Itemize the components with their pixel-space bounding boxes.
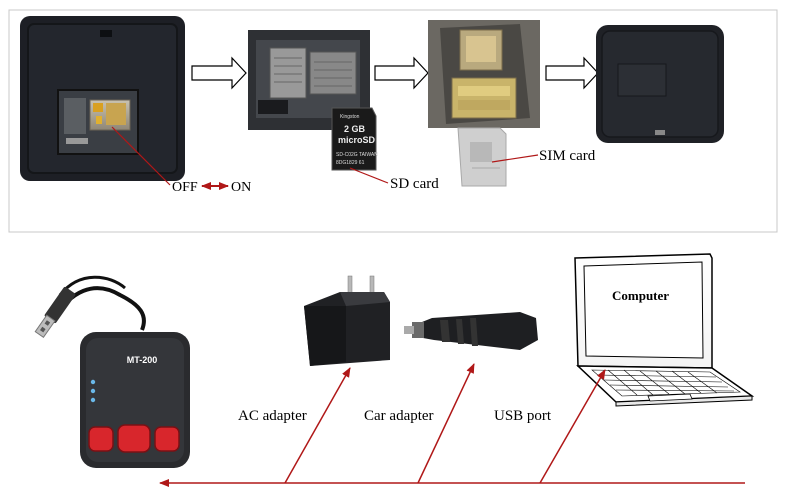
usb-port-label: USB port — [494, 408, 552, 424]
sd-card-capacity: 2 GB — [344, 124, 366, 134]
ac-adapter-arrow — [284, 367, 351, 484]
charging-arrows — [159, 363, 745, 487]
touchpad — [647, 393, 693, 402]
sim-card-label: SIM card — [539, 148, 596, 164]
sd-pointer-line — [349, 167, 389, 184]
step-arrow-3 — [545, 56, 599, 90]
usb-plug — [34, 287, 76, 339]
led-indicator — [90, 379, 96, 385]
sd-card-serial: 8DG1829 61 — [336, 160, 365, 166]
device-model-label: MT-200 — [127, 355, 158, 365]
sd-card-brand: Kingston — [340, 114, 360, 120]
laptop-computer: Computer — [574, 253, 755, 407]
device-button-right — [154, 426, 180, 452]
computer-label: Computer — [612, 288, 669, 303]
tracker-device: MT-200 — [80, 332, 190, 468]
sim-holder-photo — [428, 20, 540, 128]
sim-card — [457, 127, 507, 187]
sd-card-format: microSD — [338, 135, 376, 145]
sim-pointer-line — [491, 154, 539, 163]
ac-adapter — [304, 275, 390, 366]
switch-off-label: OFF — [172, 180, 198, 195]
switch-pointer-line — [111, 126, 171, 186]
device-back-closed-photo — [596, 25, 724, 143]
sd-card-codes: SD-C02G TAIWAN — [336, 152, 378, 158]
ac-adapter-label: AC adapter — [238, 408, 307, 424]
installation-panel: OFF ON Kingston 2 GB microSD SD-C02G — [8, 9, 778, 233]
sd-card: Kingston 2 GB microSD SD-C02G TAIWAN 8DG… — [331, 107, 378, 171]
device-button-left — [88, 426, 114, 452]
car-adapter-arrow — [417, 363, 475, 484]
usb-port-arrow — [539, 369, 606, 484]
step-arrow-2 — [374, 56, 429, 90]
step-arrow-1 — [191, 56, 247, 90]
switch-on-label: ON — [231, 180, 251, 195]
sd-card-label: SD card — [390, 176, 439, 192]
car-adapter — [404, 312, 538, 350]
keyboard-grid — [591, 369, 741, 397]
device-back-photo — [20, 16, 185, 181]
car-adapter-label: Car adapter — [364, 408, 434, 424]
device-button-sos — [117, 424, 151, 453]
